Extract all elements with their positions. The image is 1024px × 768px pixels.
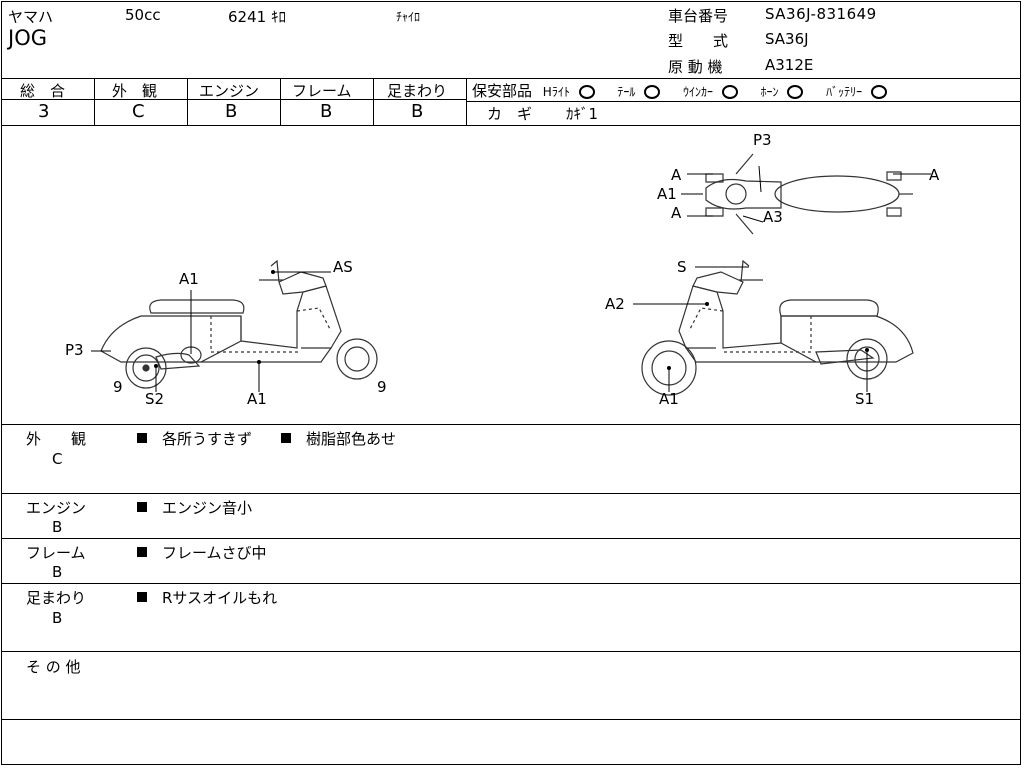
- frame-no: SA36J-831649: [765, 5, 877, 23]
- damage-code-label: 9: [377, 378, 387, 396]
- scooter-left-view: [100, 259, 378, 389]
- bullet-icon: [281, 433, 291, 443]
- grade-divider-4: [373, 78, 374, 125]
- engine-model-label: 原 動 機: [668, 58, 723, 76]
- damage-code-label: P3: [753, 131, 772, 149]
- damage-code-label: A1: [659, 390, 679, 408]
- grade-suspension-value: B: [411, 101, 424, 122]
- remark-exterior-text-1: 各所うすきず: [162, 430, 253, 448]
- remarks-top: [1, 424, 1021, 425]
- remark-suspension-grade: B: [52, 609, 63, 627]
- safety-mid: [467, 101, 1021, 102]
- grade-divider-5: [466, 78, 467, 125]
- grade-total-value: 3: [38, 101, 50, 122]
- model-name: JOG: [8, 26, 47, 50]
- remarks-divider: [1, 719, 1021, 720]
- remarks-divider: [1, 538, 1021, 539]
- damage-code-label: AS: [333, 258, 353, 276]
- damage-code-label: A1: [247, 390, 267, 408]
- type-label: 型 式: [668, 32, 729, 50]
- grade-frame-label: フレーム: [292, 82, 352, 100]
- grade-exterior-label: 外 観: [112, 82, 158, 100]
- damage-code-label: A: [671, 204, 682, 222]
- damage-code-label: A2: [605, 295, 625, 313]
- headlight-ok-icon: [578, 84, 595, 99]
- bullet-icon: [137, 592, 147, 602]
- damage-code-label: S2: [145, 390, 164, 408]
- grade-engine-value: B: [225, 101, 238, 122]
- grade-table-mid: [1, 99, 467, 100]
- grade-divider-1: [94, 78, 95, 125]
- remark-exterior-text-2: 樹脂部色あせ: [306, 430, 397, 448]
- safety-headlight: Hﾗｲﾄ: [542, 85, 570, 99]
- bullet-icon: [137, 547, 147, 557]
- scooter-top-view: [705, 153, 913, 235]
- displacement: 50cc: [125, 6, 161, 24]
- horn-ok-icon: [787, 84, 804, 99]
- damage-code-label: S1: [855, 390, 874, 408]
- damage-code-label: P3: [65, 341, 84, 359]
- battery-ok-icon: [870, 84, 887, 99]
- damage-code-label: A: [671, 166, 682, 184]
- safety-battery: ﾊﾞｯﾃﾘｰ: [826, 85, 863, 99]
- damage-code-label: A1: [657, 185, 677, 203]
- remark-suspension-text: Rサスオイルもれ: [162, 589, 278, 607]
- damage-code-label: A1: [179, 270, 199, 288]
- grade-engine-label: エンジン: [199, 82, 260, 100]
- damage-code-label: S: [677, 258, 687, 276]
- color: ﾁｬｲﾛ: [396, 10, 421, 24]
- mileage: 6241 ｷﾛ: [228, 8, 286, 26]
- remark-engine-text: エンジン音小: [162, 499, 253, 517]
- remark-suspension-label: 足まわり: [26, 589, 87, 607]
- safety-horn: ﾎｰﾝ: [760, 85, 779, 99]
- remark-engine-grade: B: [52, 518, 63, 536]
- key-label: カ ギ: [487, 105, 533, 123]
- remarks-divider: [1, 583, 1021, 584]
- safety-winker: ｳｲﾝｶｰ: [682, 85, 713, 99]
- frame-no-label: 車台番号: [668, 7, 729, 25]
- bullet-icon: [137, 502, 147, 512]
- grade-suspension-label: 足まわり: [387, 82, 448, 100]
- grade-divider-2: [187, 78, 188, 125]
- grade-total-label: 総 合: [20, 82, 66, 100]
- remark-exterior-label: 外 観: [26, 430, 87, 448]
- winker-ok-icon: [721, 84, 738, 99]
- type-value: SA36J: [765, 30, 809, 48]
- grade-frame-value: B: [320, 101, 333, 122]
- remark-frame-label: フレーム: [26, 544, 86, 562]
- grade-table-bottom: [1, 125, 1021, 126]
- remark-engine-label: エンジン: [26, 499, 87, 517]
- bullet-icon: [137, 433, 147, 443]
- key-value: ｶｷﾞ1: [566, 105, 599, 123]
- remark-frame-text: フレームさび中: [162, 544, 267, 562]
- grade-exterior-value: C: [132, 101, 145, 122]
- remark-other-label: そ の 他: [26, 658, 81, 676]
- engine-model-value: A312E: [765, 56, 814, 74]
- safety-parts-row: 保安部品 Hﾗｲﾄ ﾃｰﾙ ｳｲﾝｶｰ ﾎｰﾝ ﾊﾞｯﾃﾘｰ: [472, 80, 887, 101]
- safety-label: 保安部品: [472, 82, 533, 100]
- damage-code-label: 9: [113, 378, 123, 396]
- grade-divider-3: [280, 78, 281, 125]
- remark-frame-grade: B: [52, 563, 63, 581]
- tail-ok-icon: [644, 84, 661, 99]
- remarks-divider: [1, 651, 1021, 652]
- scooter-right-view: [641, 259, 914, 396]
- remark-exterior-grade: C: [52, 450, 63, 468]
- maker-name: ヤマハ: [8, 8, 54, 26]
- grade-table-top: [1, 78, 1021, 79]
- damage-code-label: A: [929, 166, 940, 184]
- damage-code-label: A3: [763, 208, 783, 226]
- remarks-divider: [1, 493, 1021, 494]
- safety-tail: ﾃｰﾙ: [617, 85, 636, 99]
